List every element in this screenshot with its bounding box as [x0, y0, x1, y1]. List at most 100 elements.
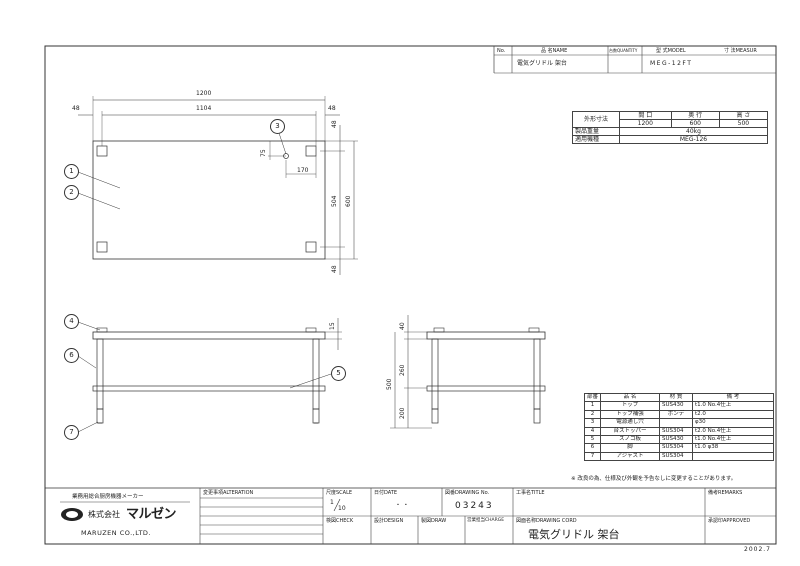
parts-cell: SUS430	[659, 401, 694, 411]
parts-cell: スノコ板	[600, 435, 661, 445]
parts-cell: t1.0 No.4仕上	[692, 435, 774, 445]
remarks-label: 備考REMARKS	[708, 490, 743, 496]
parts-cell: t2.0	[692, 409, 774, 420]
callout-2: 2	[64, 185, 79, 200]
header-model: MEG-12FT	[650, 60, 693, 67]
alteration-label: 変更事項ALTERATION	[203, 490, 254, 496]
parts-cell: φ30	[692, 418, 774, 428]
dim-hole-x: 170	[297, 167, 309, 174]
scale-label: 尺度SCALE	[326, 490, 353, 496]
spec-height: 500	[718, 119, 769, 128]
dim-inner-depth: 504	[331, 195, 338, 207]
spec-depth: 600	[670, 119, 720, 128]
parts-cell: トップ補強	[600, 409, 661, 420]
company-brand: マルゼン	[126, 507, 177, 522]
approved-label: 承認印APPROVED	[708, 518, 751, 524]
spec-col-width: 間 口	[619, 111, 672, 120]
client-label: 営業担当CHARGE	[467, 518, 505, 523]
draw-label: 製図DRAW	[421, 518, 447, 524]
parts-cell: 4	[583, 426, 602, 437]
parts-cell: t2.0 No.4仕上	[692, 426, 774, 437]
dim-top-thickness: 15	[329, 322, 336, 330]
drawing-cord-label: 図面名称DRAWING CORD	[516, 518, 577, 524]
company-logo	[61, 508, 83, 521]
company-en: MARUZEN CO.,LTD.	[81, 529, 151, 537]
spec-weight: 40kg	[619, 127, 768, 136]
parts-cell: 電源通し穴	[600, 418, 661, 428]
parts-cell: t1.0 No.4仕上	[692, 401, 774, 411]
parts-header-remarks: 備 考	[692, 392, 774, 403]
note-text: ※ 改良の為、仕様及び外観を予告なしに変更することがあります。	[571, 476, 737, 482]
dim-bottom-offset: 48	[331, 265, 338, 273]
dim-left-margin: 48	[72, 105, 80, 112]
parts-cell	[692, 451, 774, 462]
callout-1: 1	[64, 164, 79, 179]
callout-3: 3	[270, 119, 285, 134]
date-value: ・ ・	[395, 502, 409, 509]
parts-header-name: 品 名	[600, 392, 661, 403]
spec-col-depth: 奥 行	[670, 111, 720, 120]
spec-col-height: 高 さ	[718, 111, 769, 120]
date-label: 日付DATE	[374, 490, 398, 496]
parts-cell: 2	[583, 409, 602, 420]
year: 2002.7	[744, 546, 771, 553]
parts-cell: 1	[583, 401, 602, 411]
parts-cell: SUS304	[659, 426, 694, 437]
parts-cell: 7	[583, 451, 602, 462]
spec-weight-label: 製品重量	[572, 127, 620, 136]
parts-header-no: 部番	[583, 392, 602, 403]
parts-cell: 5	[583, 435, 602, 445]
dim-width-total: 1200	[196, 90, 212, 97]
header-no-label: No.	[497, 48, 506, 54]
check-label: 検図CHECK	[326, 518, 354, 524]
parts-cell: 3	[583, 418, 602, 428]
design-label: 設計DESIGN	[374, 518, 404, 524]
parts-cell: t1.0 φ38	[692, 443, 774, 453]
dim-hole-y: 75	[260, 149, 267, 157]
dim-top-offset: 48	[331, 120, 338, 128]
header-product-name: 電気グリドル 架台	[517, 60, 567, 67]
company-name: 株式会社	[88, 510, 120, 519]
drawing-no: 03243	[455, 501, 494, 511]
parts-cell	[659, 418, 694, 428]
header-name-label: 品 名NAME	[541, 48, 568, 54]
parts-cell: 脚	[600, 443, 661, 453]
drawing-name: 電気グリドル 架台	[528, 528, 620, 541]
parts-cell: SUS430	[659, 435, 694, 445]
dim-side-mid: 260	[399, 364, 406, 376]
spec-width: 1200	[619, 119, 672, 128]
scale-slash	[333, 499, 341, 511]
company-tagline: 業務用総合厨房機器メーカー	[72, 494, 144, 500]
spec-row-label: 外形寸法	[572, 111, 620, 128]
header-model-label: 型 式MODEL	[656, 48, 686, 54]
parts-cell: SUS304	[659, 451, 694, 462]
dim-right-margin: 48	[328, 105, 336, 112]
spec-table: 外形寸法 間 口 奥 行 高 さ 1200 600 500 製品重量 40kg …	[572, 111, 769, 144]
parts-cell: 6	[583, 443, 602, 453]
parts-header-material: 材 質	[659, 392, 694, 403]
callout-6: 6	[64, 348, 79, 363]
header-measure-label: 寸 法MEASUR	[724, 48, 757, 54]
dim-side-bottom: 200	[399, 407, 406, 419]
dim-side-top: 40	[399, 322, 406, 330]
scale-num: 1	[330, 499, 334, 506]
dim-depth-total: 600	[345, 195, 352, 207]
drawing-no-label: 図番DRAWING No.	[445, 490, 490, 496]
parts-cell: SUS304	[659, 443, 694, 453]
parts-cell: 台ストッパー	[600, 426, 661, 437]
header-qty-label: 台数QUANTITY	[609, 48, 638, 53]
parts-cell: トップ	[600, 401, 661, 411]
callout-5: 5	[331, 366, 346, 381]
parts-cell: ボンデ	[659, 409, 694, 420]
scale-den: 10	[338, 505, 346, 512]
dim-side-total: 500	[386, 378, 393, 390]
dim-width-inner: 1104	[196, 105, 212, 112]
